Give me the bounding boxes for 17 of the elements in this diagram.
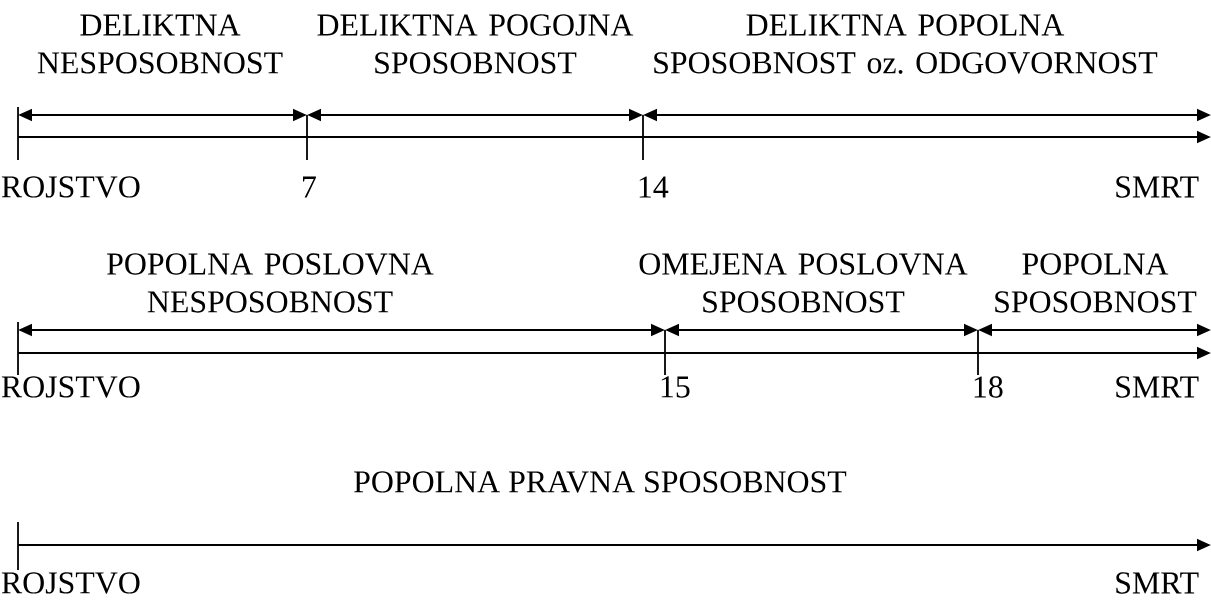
- title-label: POPOLNA PRAVNA SPOSOBNOST: [354, 471, 847, 493]
- event-label: ROJSTVO: [1, 376, 140, 398]
- period-label: DELIKTNA POGOJNA SPOSOBNOST: [317, 14, 634, 74]
- event-label: SMRT: [1116, 572, 1199, 594]
- period-label: POPOLNA SPOSOBNOST: [995, 253, 1197, 313]
- period-label: DELIKTNA NESPOSOBNOST: [37, 14, 283, 74]
- age-label: 7: [303, 176, 316, 198]
- event-label: ROJSTVO: [1, 572, 140, 594]
- event-label: ROJSTVO: [1, 176, 140, 198]
- period-label: DELIKTNA POPOLNA SPOSOBNOST oz. ODGOVORNOST: [654, 14, 1158, 74]
- period-label: OMEJENA POSLOVNA SPOSOBNOST: [639, 253, 968, 313]
- age-label: 14: [639, 176, 669, 198]
- event-label: SMRT: [1116, 376, 1199, 398]
- age-label: 15: [661, 376, 690, 398]
- age-label: 18: [974, 376, 1003, 398]
- period-label: POPOLNA POSLOVNA NESPOSOBNOST: [107, 253, 434, 313]
- event-label: SMRT: [1116, 176, 1199, 198]
